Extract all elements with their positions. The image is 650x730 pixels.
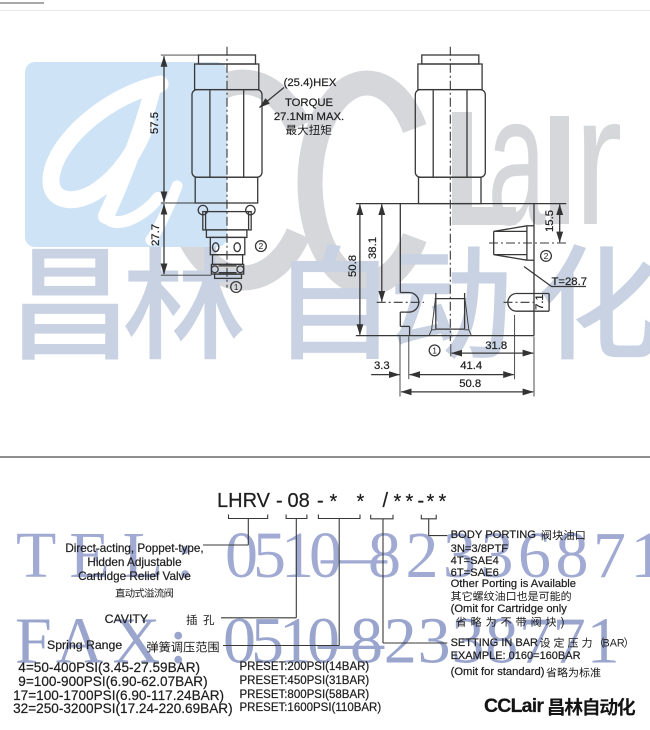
svg-text:): ) xyxy=(561,617,565,629)
svg-text:2: 2 xyxy=(259,241,264,251)
svg-text:a: a xyxy=(488,56,546,263)
svg-text:FAX:0510—82338771: FAX:0510—82338771 xyxy=(15,605,620,678)
svg-text:TEL:0510—82336871: TEL:0510—82336871 xyxy=(16,519,650,592)
svg-text:1: 1 xyxy=(234,282,239,292)
svg-text:1: 1 xyxy=(432,345,437,355)
svg-text:2: 2 xyxy=(544,251,549,261)
svg-text:BAR: BAR xyxy=(603,637,625,649)
svg-text:r: r xyxy=(574,57,622,264)
